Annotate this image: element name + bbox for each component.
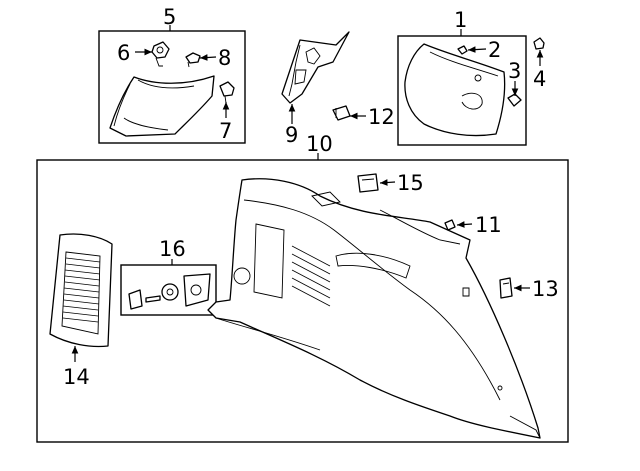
part-16-fasteners[interactable] — [128, 273, 211, 310]
callout-2: 2 — [488, 38, 501, 62]
callout-4: 4 — [533, 67, 546, 91]
callout-10: 10 — [306, 132, 333, 156]
callout-12: 12 — [368, 105, 395, 129]
group-box-10 — [36, 153, 569, 443]
grille-lines — [62, 257, 101, 323]
part-13-clip[interactable] — [499, 277, 513, 299]
part-2-screw[interactable] — [457, 45, 468, 55]
part-4-clip[interactable] — [533, 37, 545, 50]
leader-arrows — [71, 46, 544, 362]
group-box-5 — [98, 25, 246, 144]
callout-14: 14 — [63, 365, 90, 389]
callout-6: 6 — [117, 41, 130, 65]
part-10-quarter-trim-panel[interactable] — [207, 178, 541, 439]
callout-7: 7 — [219, 119, 232, 143]
part-1-quarter-trim[interactable] — [404, 43, 506, 137]
callout-1: 1 — [454, 8, 467, 32]
group-box-1 — [397, 29, 527, 146]
part-15-clip[interactable] — [357, 173, 379, 193]
callout-15: 15 — [397, 171, 424, 195]
part-14-speaker-grille[interactable] — [49, 233, 113, 348]
panel-vent — [291, 245, 331, 307]
part-12-retainer[interactable] — [332, 105, 351, 121]
callout-8: 8 — [218, 46, 231, 70]
callout-labels: 5 6 8 7 9 12 10 1 2 3 4 15 11 13 16 14 — [63, 5, 559, 389]
group-box-16 — [120, 259, 217, 316]
part-5-trim-panel[interactable] — [109, 75, 215, 137]
part-8-clip[interactable] — [185, 52, 201, 68]
part-7-fastener[interactable] — [219, 81, 235, 104]
part-9-pillar-trim[interactable] — [281, 31, 350, 104]
callout-16: 16 — [159, 237, 186, 261]
callout-11: 11 — [475, 213, 502, 237]
callout-5: 5 — [163, 5, 176, 29]
callout-9: 9 — [285, 123, 298, 147]
callout-3: 3 — [508, 59, 521, 83]
callout-13: 13 — [532, 277, 559, 301]
part-11-clip[interactable] — [444, 219, 456, 231]
part-6-clip[interactable] — [151, 41, 170, 67]
